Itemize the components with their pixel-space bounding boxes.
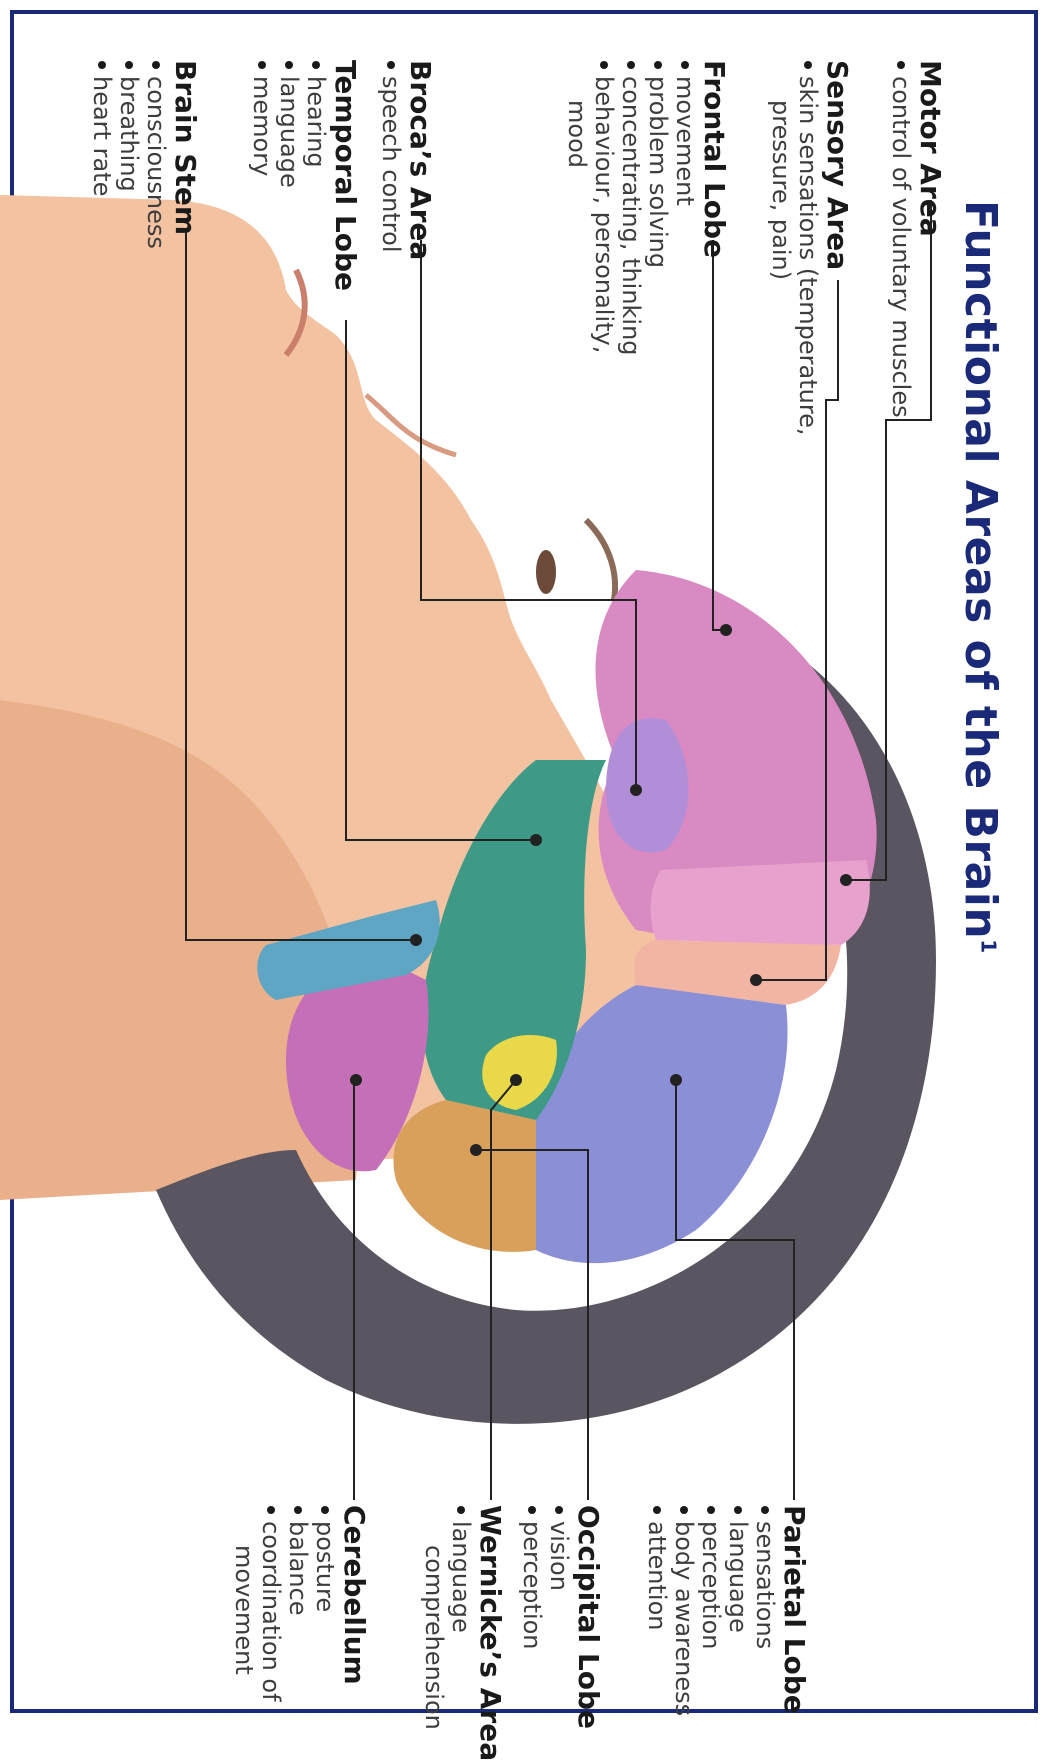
label-heading: Brain Stem xyxy=(169,60,201,235)
dot-sensory xyxy=(750,974,762,986)
label-frontal-lobe: Frontal Lobe movement problem solving co… xyxy=(563,60,730,356)
label-item: memory xyxy=(248,60,275,291)
label-brain-stem: Brain Stem consciousness breathing heart… xyxy=(88,60,201,249)
label-item: breathing xyxy=(115,60,142,249)
label-wernickes-area: Wernicke’s Area language comprehension xyxy=(420,1505,506,1761)
label-item: balance xyxy=(284,1505,311,1702)
dot-parietal xyxy=(670,1074,682,1086)
label-item: hearing xyxy=(302,60,329,291)
dot-wernickes xyxy=(510,1074,522,1086)
label-motor-area: Motor Area control of voluntary muscles xyxy=(887,60,946,418)
dot-occipital xyxy=(470,1144,482,1156)
label-heading: Motor Area xyxy=(914,60,946,237)
dot-motor xyxy=(840,874,852,886)
label-item: body awareness xyxy=(670,1505,697,1716)
label-item: behaviour, personality, xyxy=(590,60,617,356)
brain-poster: Functional Areas of the Brain1 Motor Are… xyxy=(0,0,1056,1725)
dot-brocas xyxy=(630,784,642,796)
label-item: language xyxy=(447,1505,474,1761)
dot-frontal xyxy=(720,624,732,636)
label-item: movement xyxy=(230,1505,257,1702)
label-cerebellum: Cerebellum posture balance coordination … xyxy=(230,1505,370,1702)
label-heading: Sensory Area xyxy=(821,60,853,270)
dot-temporal xyxy=(530,834,542,846)
label-heading: Broca’s Area xyxy=(404,60,436,260)
eye xyxy=(536,550,556,594)
dot-cerebellum xyxy=(350,1074,362,1086)
label-item: vision xyxy=(545,1505,572,1729)
label-item: perception xyxy=(518,1505,545,1729)
label-item: language xyxy=(724,1505,751,1716)
label-sensory-area: Sensory Area skin sensations (temperatur… xyxy=(767,60,853,436)
label-item: speech control xyxy=(377,60,404,260)
label-heading: Occipital Lobe xyxy=(572,1505,604,1729)
label-item: heart rate xyxy=(88,60,115,249)
label-heading: Wernicke’s Area xyxy=(474,1505,506,1761)
label-item: control of voluntary muscles xyxy=(887,60,914,418)
label-heading: Cerebellum xyxy=(338,1505,370,1685)
label-item: movement xyxy=(671,60,698,356)
brocas-area-shape xyxy=(606,718,689,852)
title-text: Functional Areas of the Brain xyxy=(955,200,1006,939)
motor-area-shape xyxy=(651,860,870,945)
label-item: comprehension xyxy=(420,1505,447,1761)
title-footnote: 1 xyxy=(977,939,1001,953)
label-occipital-lobe: Occipital Lobe vision perception xyxy=(518,1505,604,1729)
label-item: sensations xyxy=(751,1505,778,1716)
label-item: skin sensations (temperature, xyxy=(794,60,821,436)
label-item: coordination of xyxy=(257,1505,284,1702)
label-heading: Temporal Lobe xyxy=(329,60,361,291)
label-item: language xyxy=(275,60,302,291)
label-item: mood xyxy=(563,60,590,356)
occipital-lobe-shape xyxy=(393,1100,536,1252)
label-item: attention xyxy=(643,1505,670,1716)
label-heading: Parietal Lobe xyxy=(778,1505,810,1714)
rotated-content: Functional Areas of the Brain1 Motor Are… xyxy=(0,0,1056,1725)
label-heading: Frontal Lobe xyxy=(698,60,730,258)
label-item: concentrating, thinking xyxy=(617,60,644,356)
page-title: Functional Areas of the Brain1 xyxy=(955,200,1006,954)
label-item: consciousness xyxy=(142,60,169,249)
label-item: posture xyxy=(311,1505,338,1702)
eyebrow xyxy=(586,520,615,600)
label-temporal-lobe: Temporal Lobe hearing language memory xyxy=(248,60,361,291)
label-item: pressure, pain) xyxy=(767,60,794,436)
label-brocas-area: Broca’s Area speech control xyxy=(377,60,436,260)
label-item: problem solving xyxy=(644,60,671,356)
label-parietal-lobe: Parietal Lobe sensations language percep… xyxy=(643,1505,810,1716)
dot-brainstem xyxy=(410,934,422,946)
label-item: perception xyxy=(697,1505,724,1716)
